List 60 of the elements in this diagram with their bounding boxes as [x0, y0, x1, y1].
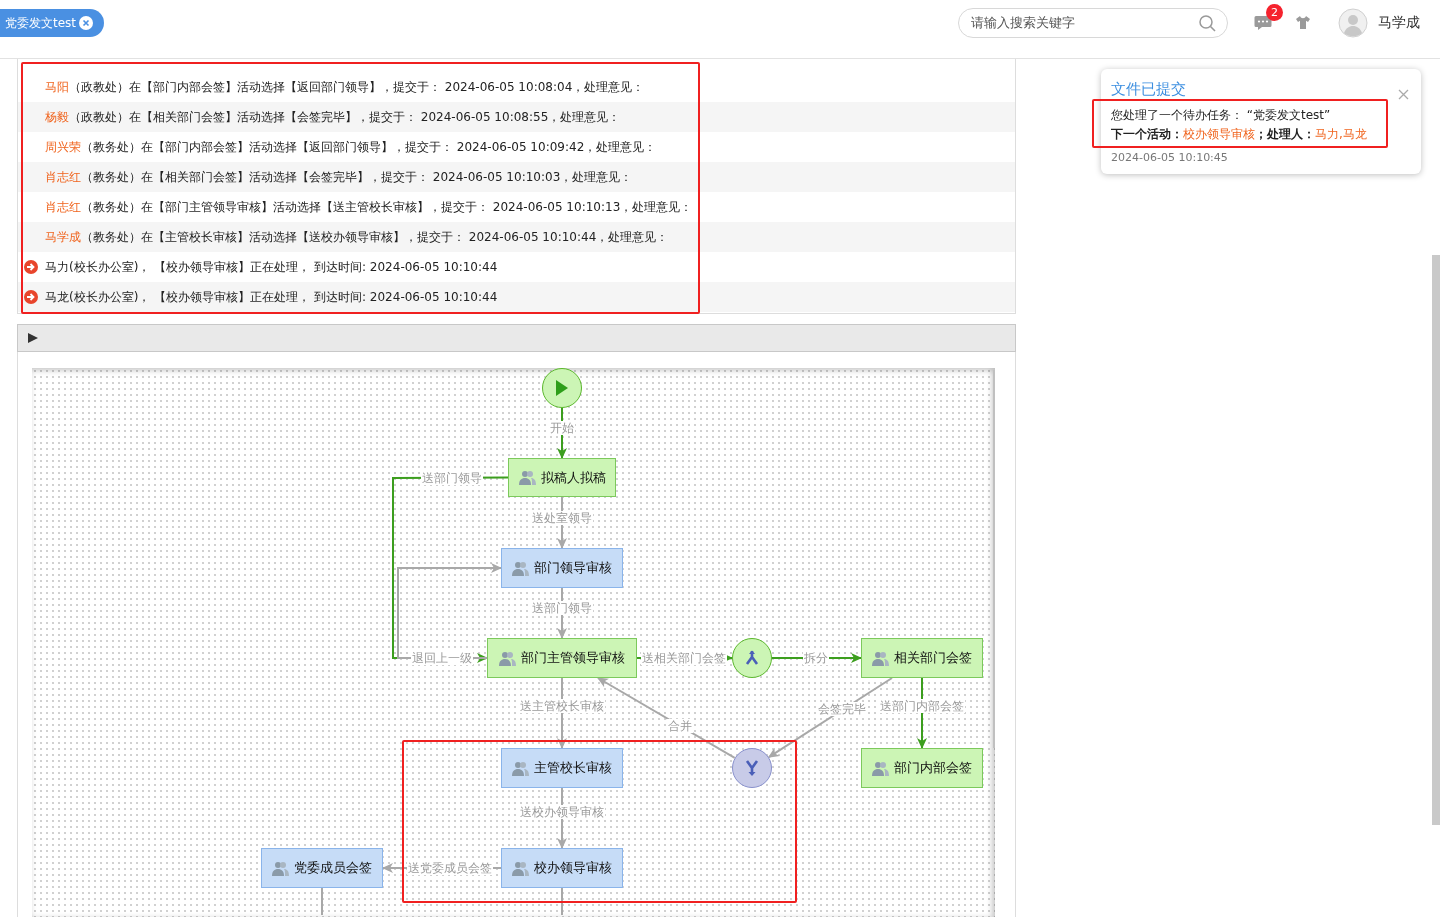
user-name: 肖志红 [45, 170, 81, 184]
node-label: 主管校长审核 [534, 759, 612, 777]
field-label: ；处理人： [1255, 127, 1315, 141]
edge-label: 送相关部门会签 [641, 651, 727, 665]
edge-label: 送部门领导 [531, 601, 593, 615]
log-entry: （政教处）在【部门内部会签】活动选择【返回部门领导】，提交于： 2024-06-05 10:08:04，处理意见： [69, 80, 645, 94]
log-entry: （政教处）在【相关部门会签】活动选择【会签完毕】，提交于： 2024-06-05 10:08:55，处理意见： [69, 110, 621, 124]
node-label: 部门领导审核 [534, 559, 612, 577]
edge-label: 送处室领导 [531, 511, 593, 525]
node-label: 相关部门会签 [894, 649, 972, 667]
node-label: 党委成员会签 [294, 859, 372, 877]
task-box [501, 748, 623, 788]
edge-label: 拆分 [803, 651, 829, 665]
field-label: 下一个活动： [1111, 127, 1183, 141]
user-name: 肖志红 [45, 200, 81, 214]
edge-label: 合并 [667, 719, 693, 733]
task-box [501, 548, 623, 588]
task-box [861, 638, 983, 678]
activity-name: 校办领导审核 [1183, 127, 1255, 141]
edge-label: 送党委成员会签 [407, 861, 493, 875]
user-name: 杨毅 [45, 110, 69, 124]
task-box [501, 848, 623, 888]
log-entry: 马力(校长办公室)， 【校办领导审核】正在处理， 到达时间: 2024-06-05 10:10:44 [45, 260, 498, 274]
user-name: 周兴荣 [45, 140, 81, 154]
node-label: 拟稿人拟稿 [540, 468, 606, 487]
log-entry: （教务处）在【部门内部会签】活动选择【返回部门领导】，提交于： 2024-06-05 10:09:42，处理意见： [81, 140, 657, 154]
edge-label: 开始 [549, 421, 575, 435]
user-name: 马学成 [1378, 14, 1420, 32]
notification-message: 您处理了一个待办任务： “党委发文test” [1111, 107, 1331, 124]
task-box [861, 748, 983, 788]
log-entry: （教务处）在【部门主管领导审核】活动选择【送主管校长审核】，提交于： 2024-06-05 10:10:13，处理意见： [81, 200, 693, 214]
edge-label: 送部门领导 [421, 471, 483, 485]
timestamp: 2024-06-05 10:10:45 [1111, 151, 1228, 164]
notification-title: 文件已提交 [1111, 80, 1186, 99]
assignee-names: 马力,马龙 [1315, 127, 1367, 141]
node-label: 部门内部会签 [894, 759, 972, 777]
search-field: 请输入搜索关键字 [958, 8, 1228, 38]
notification-badge: 2 [1266, 4, 1283, 21]
arrow [917, 677, 927, 749]
tab-label: 党委发文test [5, 15, 77, 32]
start-circle [542, 368, 582, 408]
user-name: 马学成 [45, 230, 81, 244]
task-box [487, 638, 637, 678]
log-entry: 马龙(校长办公室)， 【校办领导审核】正在处理， 到达时间: 2024-06-05 10:10:44 [45, 290, 498, 304]
edge-label: 送主管校长审核 [519, 699, 605, 713]
edge-label: 会签完毕 [817, 702, 867, 716]
log-entry: （教务处）在【主管校长审核】活动选择【送校办领导审核】，提交于： 2024-06-05 10:10:44，处理意见： [81, 230, 669, 244]
edge-label: 送校办领导审核 [519, 805, 605, 819]
edge-label: 退回上一级 [411, 651, 473, 665]
arrow [557, 677, 567, 749]
node-label: 校办领导审核 [534, 859, 612, 877]
node-label: 部门主管领导审核 [521, 649, 625, 667]
arrow [767, 677, 893, 759]
edge-label: 送部门内部会签 [879, 699, 965, 713]
task-box [261, 848, 383, 888]
fork-circle [732, 638, 772, 678]
join-circle [732, 748, 772, 788]
task-box [508, 458, 616, 497]
user-name: 马阳 [45, 80, 69, 94]
log-entry: （教务处）在【相关部门会签】活动选择【会签完毕】，提交于： 2024-06-05 10:10:03，处理意见： [81, 170, 633, 184]
